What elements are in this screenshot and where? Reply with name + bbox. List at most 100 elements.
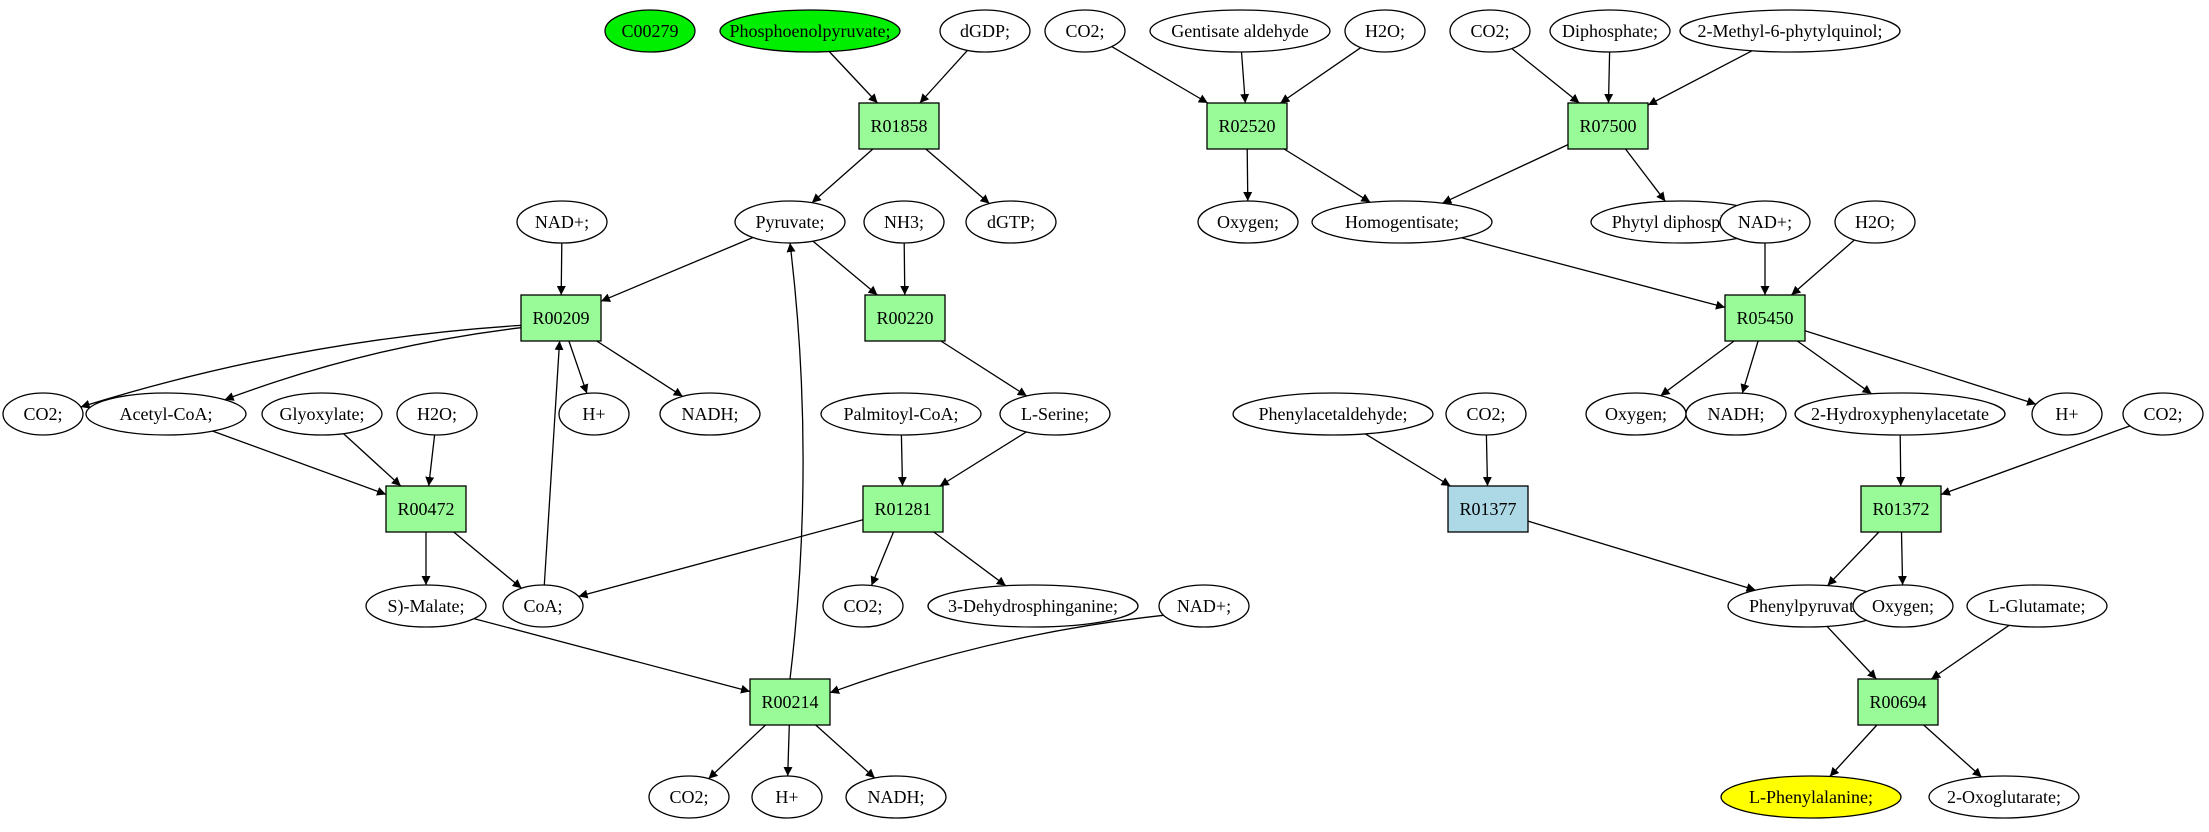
compound-ellipse: [1344, 9, 1426, 53]
reaction-box: [1857, 678, 1939, 726]
compound-ellipse: [751, 775, 823, 819]
node-label: CO2;: [843, 596, 882, 616]
edge-r01281-to-dhs: [933, 531, 1007, 587]
compound-ellipse: [734, 200, 846, 244]
edge-smalate-to-r00214: [473, 617, 751, 694]
compound-node-co2_b: CO2;: [1449, 9, 1531, 53]
node-label: R01377: [1459, 499, 1516, 519]
edge-coa-to-r00209: [543, 340, 564, 586]
edge-co2_a-to-r02520: [1111, 46, 1209, 104]
reaction-node-r01377: R01377: [1447, 485, 1529, 533]
edge-glyox-to-r00472: [343, 433, 402, 487]
edge-pyruvate-to-r00209: [600, 236, 754, 302]
compound-ellipse: [965, 200, 1057, 244]
edge-r00214-to-hplus_c: [783, 724, 793, 777]
compound-node-nad_a: NAD+;: [516, 200, 608, 244]
edge-r05450-to-hpa: [1796, 340, 1872, 395]
compound-ellipse: [939, 9, 1031, 53]
compound-node-mpq: 2-Methyl-6-phytylquinol;: [1679, 9, 1901, 53]
edge-r00214-to-pyruvate: [786, 242, 804, 680]
node-label: CO2;: [2143, 404, 2182, 424]
compound-node-nh3: NH3;: [863, 200, 945, 244]
reaction-node-r00694: R00694: [1857, 678, 1939, 726]
compound-node-pep: Phosphoenolpyruvate;: [719, 9, 901, 53]
reaction-node-r01858: R01858: [858, 102, 940, 150]
compound-ellipse: [719, 9, 901, 53]
edge-phald-to-r01377: [1365, 433, 1451, 487]
edge-r05450-to-nadh_b: [1740, 340, 1759, 394]
compound-node-nadh_c: NADH;: [845, 775, 947, 819]
compound-ellipse: [1044, 9, 1126, 53]
edge-r01858-to-dgtp: [925, 148, 990, 205]
compound-ellipse: [396, 392, 478, 436]
edge-r01372-to-oxy_c: [1897, 531, 1907, 586]
compound-node-homogent: Homogentisate;: [1311, 200, 1493, 244]
compound-ellipse: [845, 775, 947, 819]
compound-node-co2_d: CO2;: [1445, 392, 1527, 436]
edge-r05450-to-hplus_b: [1804, 330, 2037, 406]
compound-ellipse: [1794, 392, 2006, 436]
compound-ellipse: [1928, 775, 2080, 819]
compound-node-dgtp: dGTP;: [965, 200, 1057, 244]
edge-r00209-to-co2_c: [80, 324, 522, 409]
edge-r02520-to-oxy_a: [1243, 148, 1253, 202]
node-label: NAD+;: [535, 212, 589, 232]
compound-ellipse: [1966, 584, 2108, 628]
node-label: NAD+;: [1738, 212, 1792, 232]
compound-node-pyruvate: Pyruvate;: [734, 200, 846, 244]
edge-nh3-to-r00220: [900, 242, 910, 296]
node-label: 2-Oxoglutarate;: [1947, 787, 2061, 807]
node-label: R05450: [1736, 308, 1793, 328]
compound-node-acoa: Acetyl-CoA;: [85, 392, 247, 436]
node-label: R01372: [1872, 499, 1929, 519]
compound-ellipse: [1197, 200, 1299, 244]
compound-node-oxy_a: Oxygen;: [1197, 200, 1299, 244]
edge-r01281-to-coa: [578, 519, 864, 599]
compound-ellipse: [648, 775, 730, 819]
compound-node-nadh_a: NADH;: [659, 392, 761, 436]
edge-r00214-to-co2_g: [708, 724, 766, 780]
reaction-node-r00472: R00472: [385, 485, 467, 533]
node-label: H2O;: [417, 404, 457, 424]
node-label: CO2;: [1065, 21, 1104, 41]
edge-h2o_c-to-r00472: [425, 434, 436, 487]
compound-node-hplus_a: H+: [558, 392, 630, 436]
compound-node-hplus_c: H+: [751, 775, 823, 819]
node-label: R00694: [1869, 692, 1926, 712]
compound-node-hpa: 2-Hydroxyphenylacetate: [1794, 392, 2006, 436]
compound-ellipse: [1158, 584, 1250, 628]
node-label: L-Phenylalanine;: [1749, 787, 1873, 807]
reaction-node-r00220: R00220: [864, 294, 946, 342]
node-label: 3-Dehydrosphinganine;: [948, 596, 1118, 616]
compound-node-nad_b: NAD+;: [1719, 200, 1811, 244]
edge-r02520-to-homogent: [1283, 148, 1371, 203]
compound-ellipse: [822, 584, 904, 628]
compound-node-palmcoa: Palmitoyl-CoA;: [820, 392, 982, 436]
reaction-box: [1567, 102, 1649, 150]
reaction-node-r01281: R01281: [862, 485, 944, 533]
node-label: Oxygen;: [1872, 596, 1934, 616]
compound-ellipse: [820, 392, 982, 436]
edge-dgdp-to-r01858: [919, 49, 968, 104]
compound-node-hplus_b: H+: [2031, 392, 2103, 436]
compound-node-oxoglu: 2-Oxoglutarate;: [1928, 775, 2080, 819]
node-label: Diphosphate;: [1562, 21, 1658, 41]
edge-r00214-to-nadh_c: [815, 724, 876, 779]
edge-homogent-to-r05450: [1461, 237, 1726, 310]
node-label: H+: [582, 404, 605, 424]
node-label: R00214: [761, 692, 818, 712]
compound-ellipse: [863, 200, 945, 244]
edge-r01281-to-co2_f: [870, 531, 895, 586]
edge-r07500-to-phytyldp: [1624, 148, 1666, 202]
node-label: Phosphoenolpyruvate;: [730, 21, 891, 41]
compound-ellipse: [1720, 775, 1902, 819]
node-label: CO2;: [669, 787, 708, 807]
compound-node-lglu: L-Glutamate;: [1966, 584, 2108, 628]
edge-r00209-to-acoa: [224, 327, 522, 401]
compound-ellipse: [2122, 392, 2204, 436]
edge-r01377-to-phpyr: [1527, 520, 1756, 592]
edge-r00220-to-lser: [940, 340, 1028, 397]
edge-palmcoa-to-r01281: [897, 434, 907, 487]
node-label: NADH;: [1708, 404, 1765, 424]
